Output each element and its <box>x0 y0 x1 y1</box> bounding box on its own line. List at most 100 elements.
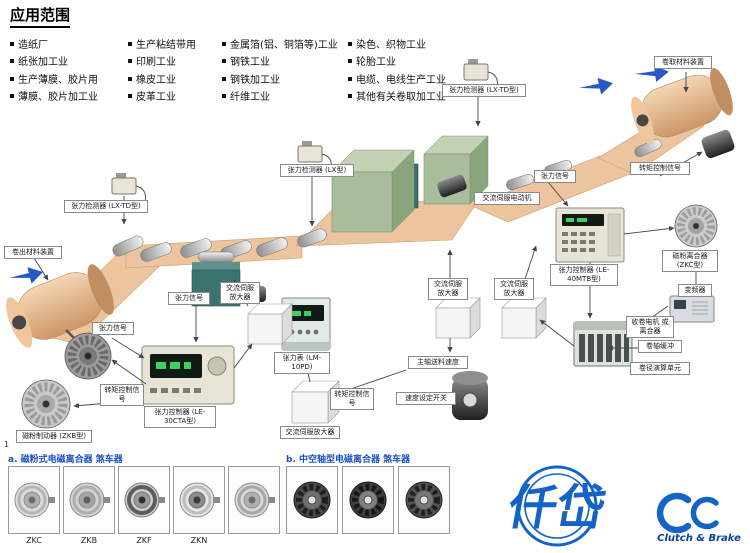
application-item: 橡皮工业 <box>128 75 176 87</box>
bullet-icon <box>10 42 14 46</box>
application-item-label: 橡皮工业 <box>136 75 176 86</box>
application-item-label: 其他有关卷取加工业 <box>356 92 446 103</box>
clutch-photo <box>69 482 110 518</box>
application-item: 纸张加工业 <box>10 57 68 69</box>
application-item-label: 染色、织物工业 <box>356 40 426 51</box>
bullet-icon <box>348 59 352 63</box>
diagram-label: 交流伺服放大器 <box>494 278 534 300</box>
clutch-photo <box>179 482 220 518</box>
diagram-label: 速度设定开关 <box>396 392 456 405</box>
application-item: 生产粘结带用 <box>128 40 196 52</box>
application-item: 其他有关卷取加工业 <box>348 92 446 104</box>
bullet-icon <box>128 94 132 98</box>
diameter-computing-unit <box>573 321 633 367</box>
product-photo-box <box>173 466 225 534</box>
bullet-icon <box>222 59 226 63</box>
application-item: 钢铁加工业 <box>222 75 280 87</box>
diagram-label: 张力信号 <box>92 322 134 335</box>
bullet-icon <box>10 59 14 63</box>
diagram-label: 转矩控制信号 <box>330 388 374 410</box>
oven-block-1 <box>331 149 415 233</box>
diagram-label: 张力控制器 (LE-40MTB型) <box>550 264 618 286</box>
servo-amplifier-2 <box>435 297 481 339</box>
clutch-photo <box>124 482 165 518</box>
application-item-label: 纤维工业 <box>230 92 270 103</box>
rollers <box>112 139 662 262</box>
diagram-label: 卷径演算单元 <box>630 362 690 375</box>
bullet-icon <box>128 77 132 81</box>
brand-emblem: 仟岱 <box>503 465 610 547</box>
unwind-roll <box>6 264 114 348</box>
servo-amplifier-4 <box>291 380 340 424</box>
servo-motor <box>437 174 467 198</box>
diagram-label: 张力检测器 (LX-TD型) <box>442 84 526 97</box>
diagram-label: 交流伺服电动机 <box>474 192 540 205</box>
diagram-label: 交流伺服放大器 <box>280 426 340 439</box>
product-label: ZKB <box>80 536 98 545</box>
bullet-icon <box>222 94 226 98</box>
bullet-icon <box>348 77 352 81</box>
winder-motor <box>701 129 735 159</box>
product-photo-box <box>118 466 170 534</box>
footnote-marker: 1 <box>4 440 10 449</box>
application-item-label: 钢铁工业 <box>230 57 270 68</box>
diagram-label: 张力控制器 (LE-30CTA型) <box>144 406 216 428</box>
application-item: 纤维工业 <box>222 92 270 104</box>
inverter-unit <box>669 295 715 323</box>
product-label: ZKN <box>190 536 208 545</box>
bullet-icon <box>10 77 14 81</box>
application-item-label: 皮革工业 <box>136 92 176 103</box>
diagram-label: 主轴送料速度 <box>408 356 468 369</box>
product-photo-box <box>398 466 450 534</box>
application-item: 轮胎工业 <box>348 57 396 69</box>
diagram-label: 卷轴缓冲 <box>638 340 682 353</box>
diagram-label: 收卷电机 或离合器 <box>626 316 674 338</box>
application-item: 皮革工业 <box>128 92 176 104</box>
diagram-label: 张力检测器 (LX-TD型) <box>64 200 148 213</box>
bullet-icon <box>222 42 226 46</box>
application-item-label: 造纸厂 <box>18 40 48 51</box>
application-item-label: 印刷工业 <box>136 57 176 68</box>
application-item-label: 生产粘结带用 <box>136 40 196 51</box>
clutch-photo <box>405 481 443 519</box>
application-item-label: 电缆、电线生产工业 <box>356 75 446 86</box>
clutch-photo <box>234 482 275 518</box>
product-photo-box <box>228 466 280 534</box>
page-title: 应用范围 <box>10 6 71 28</box>
winder-roll <box>631 67 733 145</box>
application-item-label: 钢铁加工业 <box>230 75 280 86</box>
web-direction-arrows <box>9 65 669 284</box>
tension-detector-3 <box>463 59 499 95</box>
diagram-label: 卷取材料装置 <box>654 56 712 69</box>
product-group-b-heading: b. 中空轴型电磁离合器 煞车器 <box>286 455 411 465</box>
cc-clutch-brake-mark <box>656 492 719 534</box>
servo-amplifier-3 <box>501 297 547 339</box>
bullet-icon <box>10 94 14 98</box>
tension-detector-2 <box>297 141 333 177</box>
servo-amplifier-1 <box>247 303 293 345</box>
product-group-a-heading: a. 磁粉式电磁离合器 煞车器 <box>8 455 123 465</box>
clutch-photo <box>293 481 331 519</box>
application-item-label: 薄膜、胶片加工业 <box>18 92 98 103</box>
bullet-icon <box>128 42 132 46</box>
brand-caption: Clutch & Brake <box>657 533 741 544</box>
application-item-label: 纸张加工业 <box>18 57 68 68</box>
application-item: 染色、织物工业 <box>348 40 426 52</box>
diagram-label: 张力信号 <box>534 170 576 183</box>
diagram-label: 张力检测器 (LX型) <box>280 164 354 177</box>
diagram-label: 转矩控制信号 <box>630 162 690 175</box>
product-label: ZKF <box>136 536 152 545</box>
product-photo-box <box>8 466 60 534</box>
product-photo-box <box>342 466 394 534</box>
bullet-icon <box>348 42 352 46</box>
application-item: 薄膜、胶片加工业 <box>10 92 98 104</box>
application-item: 电缆、电线生产工业 <box>348 75 446 87</box>
product-photo-box <box>63 466 115 534</box>
diagram-label: 转矩控制信号 <box>100 384 144 406</box>
application-item: 生产薄膜、胶片用 <box>10 75 98 87</box>
application-item-label: 金属箔(铝、铜箔等)工业 <box>230 40 338 51</box>
bullet-icon <box>348 94 352 98</box>
diagram-label: 张力表 (LM-10PD) <box>274 352 330 374</box>
